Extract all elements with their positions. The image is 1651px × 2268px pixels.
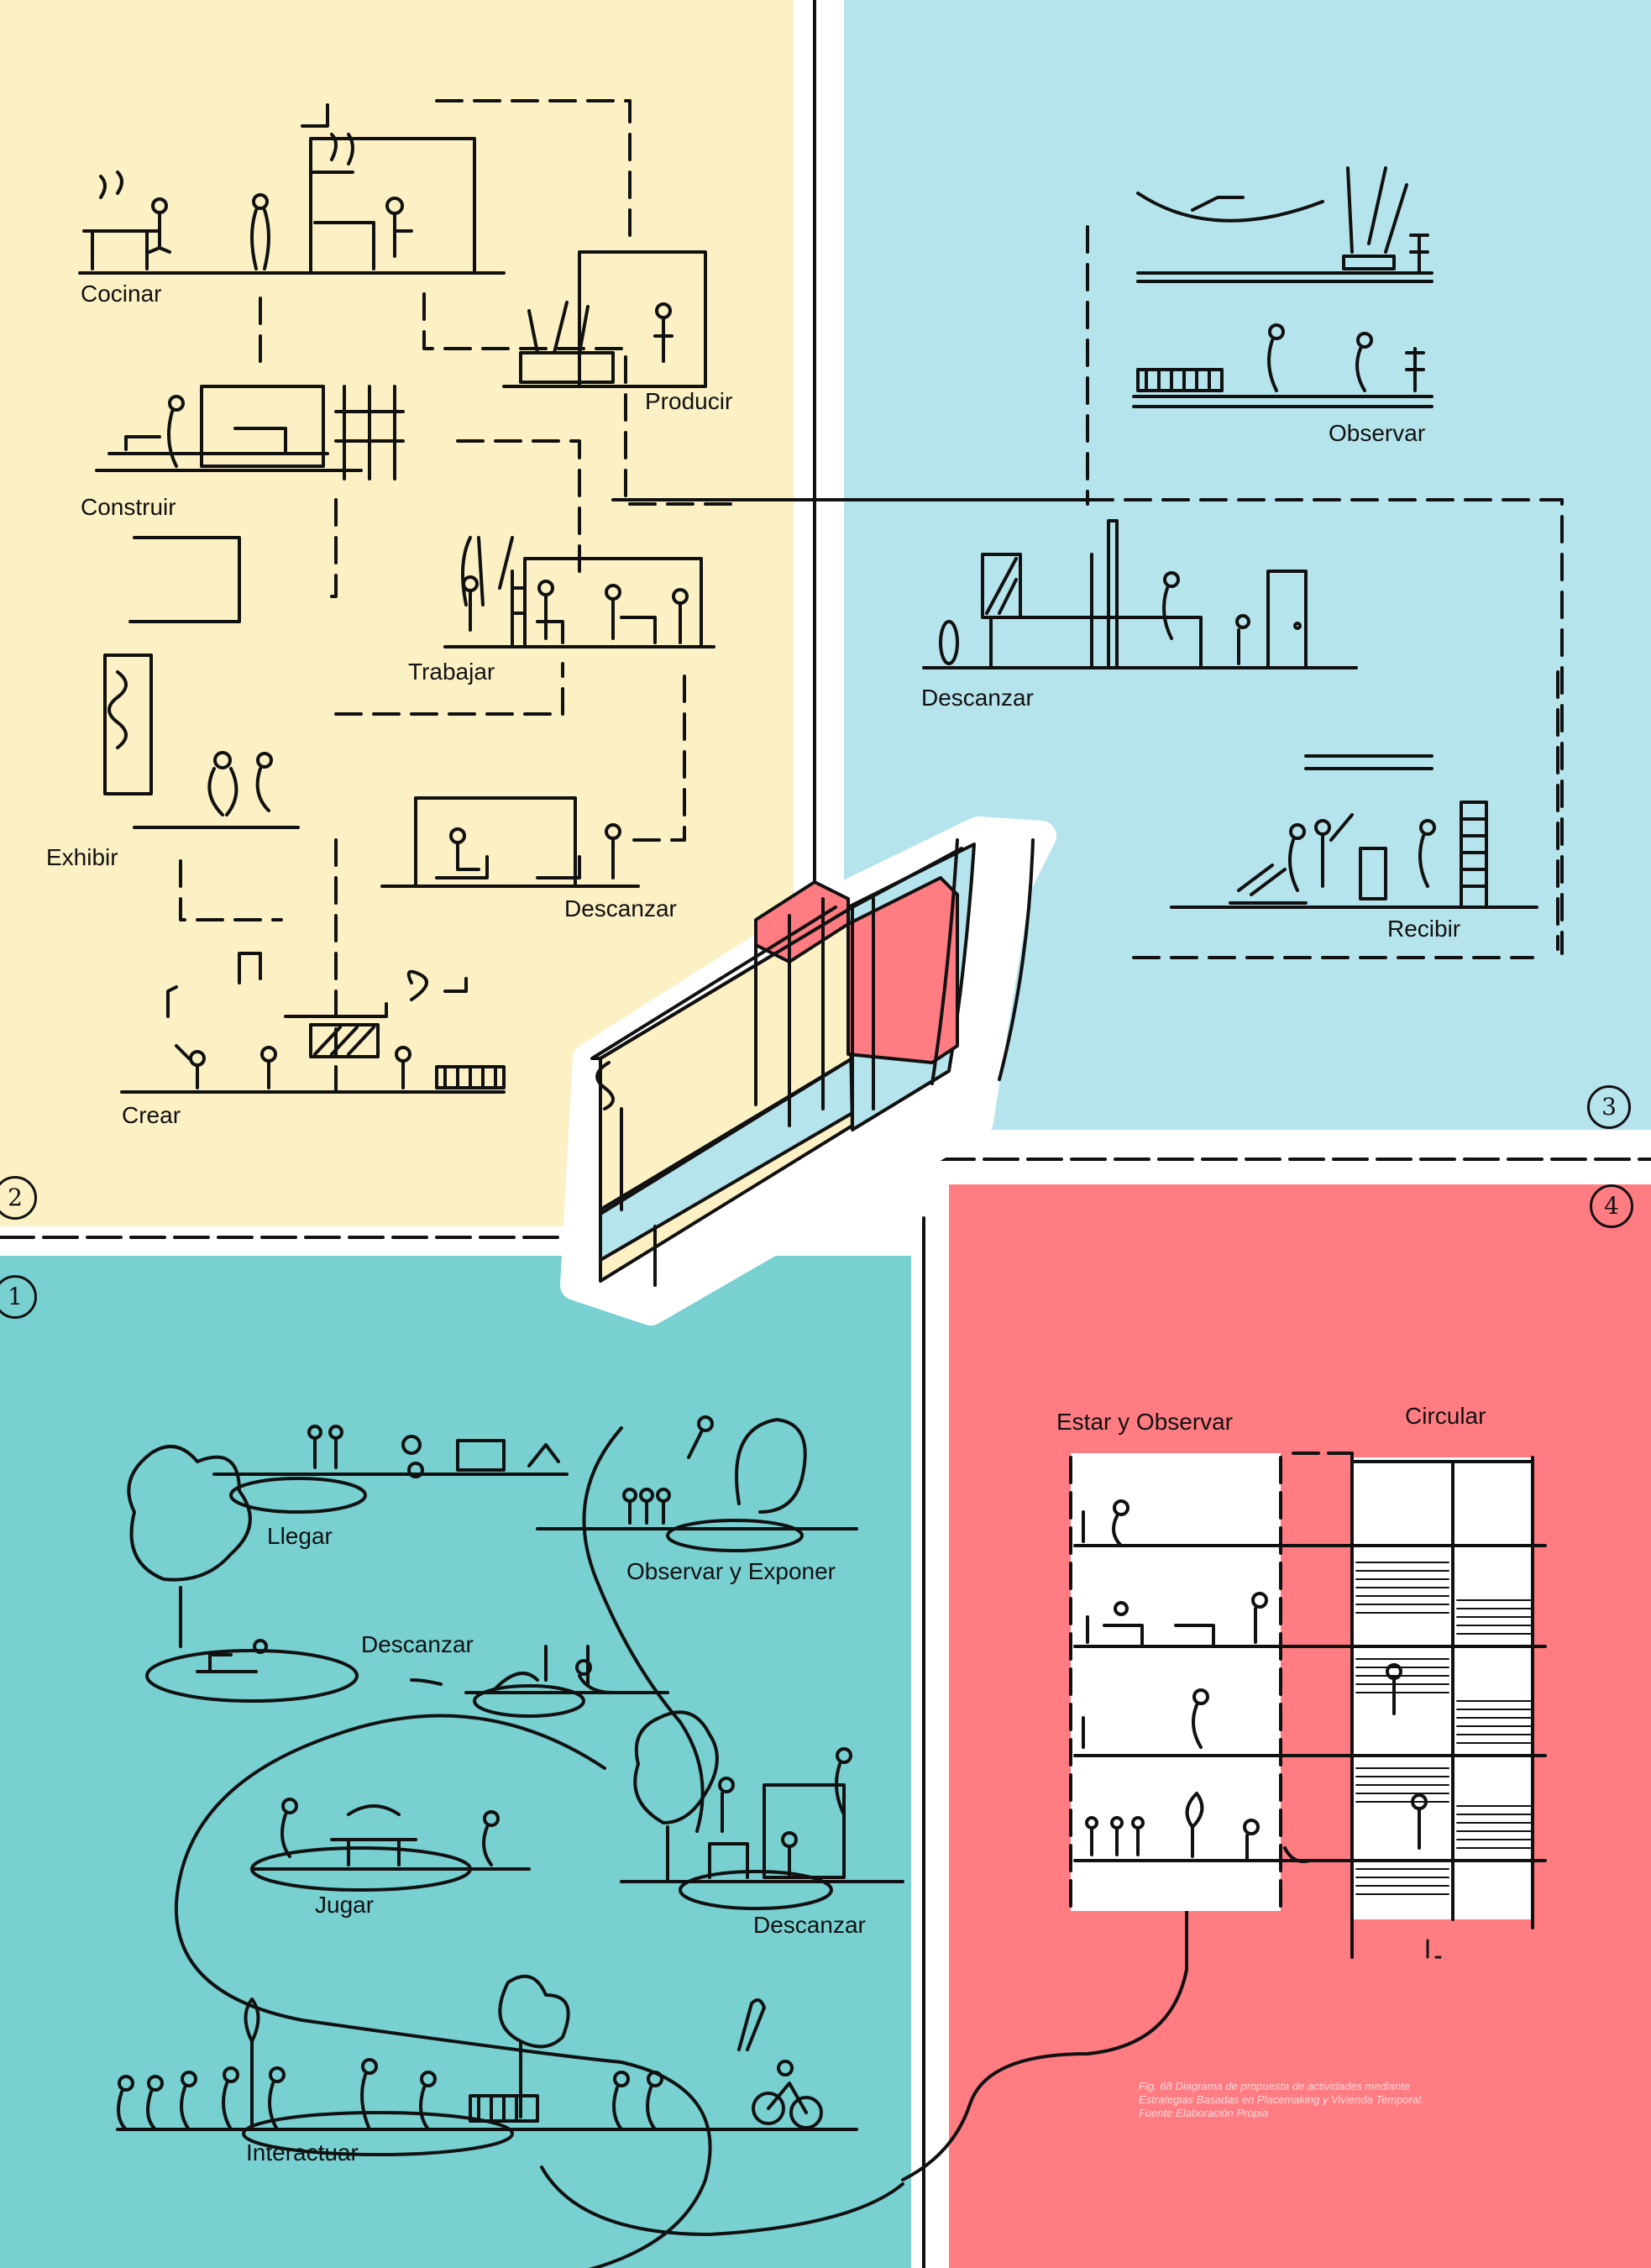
zone-4-sketches bbox=[1071, 1453, 1545, 1957]
figure-caption: Fig. 68 Diagrama de propuesta de activid… bbox=[1139, 2080, 1491, 2120]
label-descanzar-zone3: Descanzar bbox=[921, 685, 1034, 711]
caption-line-1: Fig. 68 Diagrama de propuesta de activid… bbox=[1139, 2080, 1491, 2093]
label-descanzar-zone2: Descanzar bbox=[564, 895, 677, 922]
label-crear: Crear bbox=[122, 1102, 181, 1129]
label-producir: Producir bbox=[645, 388, 732, 415]
label-recibir: Recibir bbox=[1387, 916, 1460, 942]
zone-3-sketches bbox=[613, 168, 1562, 958]
zone-number-3: 3 bbox=[1587, 1085, 1631, 1129]
label-construir: Construir bbox=[81, 494, 176, 521]
caption-line-2: Estrategias Basadas en Placemaking y Viv… bbox=[1139, 2093, 1491, 2107]
zone-2-sketches bbox=[80, 101, 743, 1092]
label-circular: Circular bbox=[1405, 1403, 1486, 1430]
label-descanzar-a: Descanzar bbox=[361, 1631, 474, 1658]
zone-number-4: 4 bbox=[1590, 1184, 1633, 1228]
label-observar-exponer: Observar y Exponer bbox=[626, 1558, 836, 1585]
label-trabajar: Trabajar bbox=[408, 659, 495, 685]
label-llegar: Llegar bbox=[267, 1523, 333, 1550]
label-interactuar: Interactuar bbox=[246, 2139, 359, 2166]
caption-line-3: Fuente Elaboración Propia bbox=[1139, 2107, 1491, 2120]
label-jugar: Jugar bbox=[315, 1892, 374, 1919]
label-cocinar: Cocinar bbox=[81, 281, 161, 307]
label-exhibir: Exhibir bbox=[46, 844, 118, 871]
label-descanzar-b: Descanzar bbox=[753, 1912, 866, 1939]
label-estar-observar: Estar y Observar bbox=[1056, 1409, 1233, 1436]
label-observar: Observar bbox=[1329, 420, 1425, 447]
